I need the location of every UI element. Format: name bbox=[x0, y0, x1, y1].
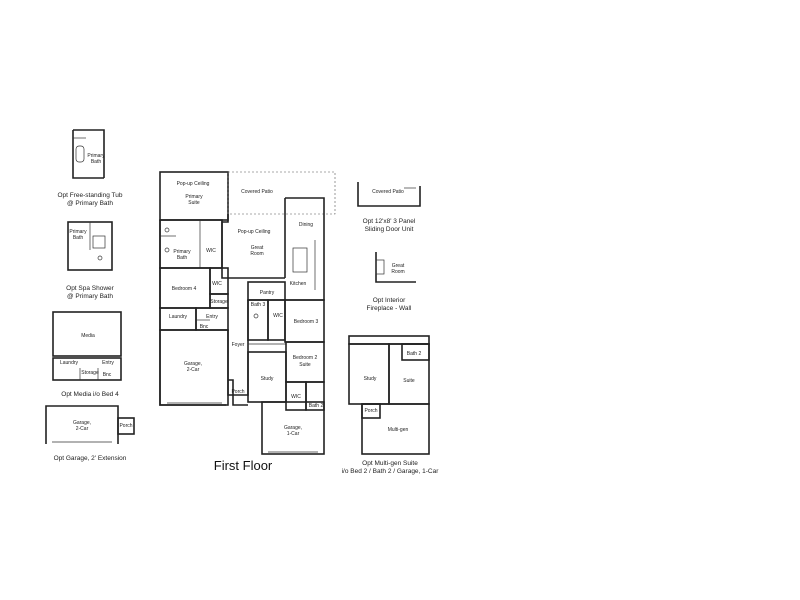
label-wic-bed3: WIC bbox=[273, 313, 283, 319]
label-bath-3: Bath 3 bbox=[251, 302, 266, 308]
caption-shower-2: @ Primary Bath bbox=[67, 293, 113, 300]
plan-title: First Floor bbox=[214, 458, 273, 473]
label-mg-bath: Bath 2 bbox=[407, 351, 422, 357]
label-tub-primary: Primary bbox=[87, 153, 105, 159]
label-ext-garage: Garage, bbox=[73, 420, 91, 426]
label-primary-suite-2: Suite bbox=[188, 200, 200, 206]
label-great-room-2: Room bbox=[250, 251, 263, 257]
label-mg-porch: Porch bbox=[364, 408, 377, 414]
caption-shower-1: Opt Spa Shower bbox=[66, 285, 115, 292]
main-floor-plan: Pop-up Ceiling Primary Suite Covered Pat… bbox=[159, 171, 336, 473]
option-garage-extension: Garage, 2-Car Porch Opt Garage, 2' Exten… bbox=[45, 405, 135, 462]
label-fireplace-great: Great bbox=[392, 263, 405, 269]
label-garage-2car: Garage, bbox=[184, 361, 202, 367]
label-bnc: Bnc bbox=[200, 324, 209, 330]
caption-sliding-2: Sliding Door Unit bbox=[365, 226, 414, 233]
label-wic-primary: WIC bbox=[206, 248, 216, 254]
caption-garage-ext: Opt Garage, 2' Extension bbox=[54, 455, 127, 462]
option-fireplace: Great Room Opt Interior Fireplace - Wall bbox=[367, 252, 416, 312]
label-shower-bath: Bath bbox=[73, 235, 84, 241]
label-bedroom-4: Bedroom 4 bbox=[172, 286, 197, 292]
label-kitchen: Kitchen bbox=[290, 281, 307, 287]
option-multigen-suite: Bath 2 Study Suite Porch Multi-gen Opt M… bbox=[342, 335, 440, 475]
caption-fireplace-2: Fireplace - Wall bbox=[367, 305, 412, 312]
label-media-storage: Storage bbox=[81, 370, 99, 376]
label-pantry: Pantry bbox=[260, 290, 275, 296]
label-bedroom-3: Bedroom 3 bbox=[294, 319, 319, 325]
label-primary-suite: Primary bbox=[185, 194, 203, 200]
label-popup-ceiling-primary: Pop-up Ceiling bbox=[177, 181, 210, 187]
label-great-room: Great bbox=[251, 245, 264, 251]
garage-1car-walls bbox=[261, 401, 325, 455]
label-shower-primary: Primary bbox=[69, 229, 87, 235]
label-garage-2car-2: 2-Car bbox=[187, 367, 200, 373]
label-garage-1car: Garage, bbox=[284, 425, 302, 431]
label-entry: Entry bbox=[206, 314, 218, 320]
label-mg-suite: Suite bbox=[403, 378, 415, 384]
label-fireplace-room: Room bbox=[391, 269, 404, 275]
wic-bed3-walls bbox=[267, 299, 286, 341]
label-wic-bed2: WIC bbox=[291, 394, 301, 400]
west-wall bbox=[159, 220, 226, 406]
label-storage: Storage bbox=[210, 299, 228, 305]
label-media-laundry: Laundry bbox=[60, 360, 79, 366]
label-bath-2: Bath 2 bbox=[309, 403, 324, 409]
option-spa-shower: Primary Bath Opt Spa Shower @ Primary Ba… bbox=[66, 221, 115, 300]
label-dining: Dining bbox=[299, 222, 313, 228]
option-sliding-door: Covered Patio Opt 12'x8' 3 Panel Sliding… bbox=[357, 182, 421, 233]
option-media: Media Laundry Entry Storage Bnc Opt Medi… bbox=[52, 311, 122, 398]
primary-bath-walls bbox=[159, 219, 223, 269]
covered-patio-outline bbox=[227, 171, 336, 215]
label-mg-study: Study bbox=[364, 376, 377, 382]
foyer-walls bbox=[227, 300, 249, 396]
porch-walls bbox=[228, 379, 248, 406]
label-ext-porch: Porch bbox=[119, 423, 132, 429]
label-media-bnc: Bnc bbox=[103, 372, 112, 378]
label-covered-patio: Covered Patio bbox=[241, 189, 273, 195]
label-porch: Porch bbox=[231, 389, 244, 395]
label-laundry: Laundry bbox=[169, 314, 188, 320]
caption-sliding-1: Opt 12'x8' 3 Panel bbox=[363, 218, 416, 225]
label-foyer: Foyer bbox=[232, 342, 245, 348]
label-popup-ceiling-great: Pop-up Ceiling bbox=[238, 229, 271, 235]
label-mg-multigen: Multi-gen bbox=[388, 427, 409, 433]
kitchen-island bbox=[292, 247, 308, 273]
label-media-entry: Entry bbox=[102, 360, 114, 366]
label-primary-bath: Primary bbox=[173, 249, 191, 255]
option-free-standing-tub: Primary Bath Opt Free-standing Tub @ Pri… bbox=[57, 129, 123, 207]
label-tub-bath: Bath bbox=[91, 159, 102, 165]
label-wic-bed4: WIC bbox=[212, 281, 222, 287]
caption-multigen-1: Opt Multi-gen Suite bbox=[362, 460, 418, 467]
label-sliding-patio: Covered Patio bbox=[372, 189, 404, 195]
label-garage-1car-2: 1-Car bbox=[287, 431, 300, 437]
fireplace-icon bbox=[375, 259, 385, 275]
label-ext-garage-2: 2-Car bbox=[76, 426, 89, 432]
caption-tub-1: Opt Free-standing Tub bbox=[57, 192, 122, 199]
caption-multigen-2: i/o Bed 2 / Bath 2 / Garage, 1-Car bbox=[342, 468, 440, 475]
label-bedroom-2: Bedroom 2 bbox=[293, 355, 318, 361]
label-primary-bath-2: Bath bbox=[177, 255, 188, 261]
caption-tub-2: @ Primary Bath bbox=[67, 200, 113, 207]
bath-2-walls bbox=[305, 381, 325, 411]
label-media: Media bbox=[81, 333, 95, 339]
caption-media: Opt Media i/o Bed 4 bbox=[61, 391, 119, 398]
label-bedroom-2-2: Suite bbox=[299, 362, 311, 368]
caption-fireplace-1: Opt Interior bbox=[373, 297, 406, 304]
label-study: Study bbox=[261, 376, 274, 382]
